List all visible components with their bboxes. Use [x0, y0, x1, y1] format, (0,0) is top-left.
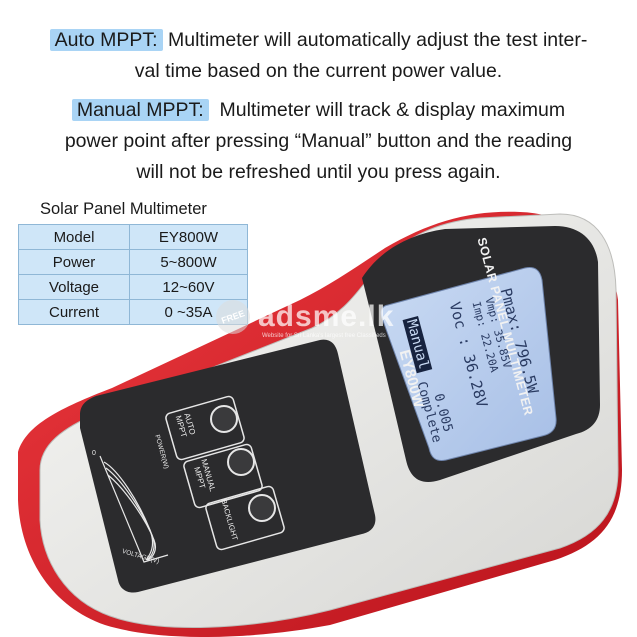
- manual-mppt-text-1: Multimeter will track & display maximum: [208, 99, 566, 121]
- spec-value: 0 ~35A: [129, 299, 248, 325]
- spec-label: Power: [18, 249, 130, 275]
- lcd-screen: [380, 267, 557, 461]
- manual-mppt-label: Manual MPPT:: [71, 99, 209, 121]
- auto-mppt-text-2: val time based on the current power valu…: [134, 60, 503, 82]
- spec-value: 5~800W: [129, 249, 248, 275]
- auto-mppt-text-1: Multimeter will automatically adjust the…: [162, 29, 588, 51]
- spec-label: Model: [18, 224, 130, 250]
- spec-table-title: Solar Panel Multimeter: [40, 200, 207, 218]
- spec-label: Voltage: [18, 274, 130, 300]
- manual-mppt-text-2: power point after pressing “Manual” butt…: [64, 130, 573, 152]
- spec-value: EY800W: [129, 224, 248, 250]
- backlight-button[interactable]: [205, 485, 286, 551]
- power-voltage-curve: [99, 455, 169, 563]
- manual-mppt-button[interactable]: [183, 443, 264, 509]
- manual-mppt-text-3: will not be refreshed until you press ag…: [136, 161, 501, 183]
- manual-mppt-description: Manual MPPT: Multimeter will track & dis…: [0, 95, 637, 188]
- auto-mppt-description: Auto MPPT: Multimeter will automatically…: [0, 25, 637, 87]
- spec-label: Current: [18, 299, 130, 325]
- auto-mppt-button[interactable]: [165, 395, 246, 461]
- auto-mppt-label: Auto MPPT:: [49, 29, 163, 51]
- spec-value: 12~60V: [129, 274, 248, 300]
